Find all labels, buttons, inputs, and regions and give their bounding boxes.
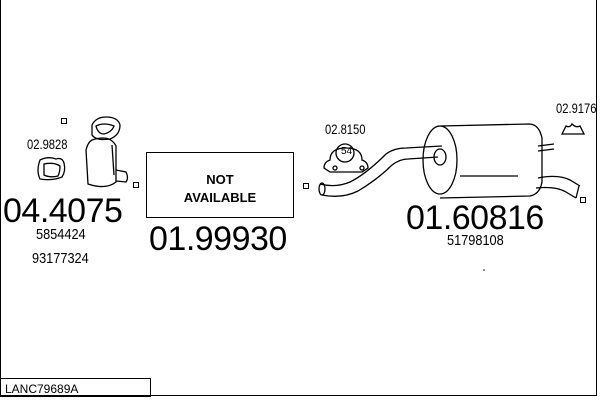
gasket-icon (37, 157, 66, 181)
rear-silencer-icon (318, 123, 581, 199)
marker-square (303, 183, 309, 189)
part-number: 01.99930 (149, 220, 287, 258)
oe-number: 93177324 (32, 250, 89, 267)
clamp-size: 54 (341, 146, 353, 157)
not-available-box: NOT AVAILABLE (146, 152, 294, 218)
oe-number: 5854424 (36, 226, 86, 243)
bracket-icon (560, 122, 586, 135)
oe-number: 51798108 (447, 232, 504, 249)
accessory-number: 02.9176 (556, 100, 597, 116)
marker-square (61, 118, 67, 124)
clamp-icon (323, 143, 369, 173)
reference-label: LANC79689A (0, 378, 151, 397)
not-available-line: AVAILABLE (183, 190, 257, 205)
not-available-line: NOT (206, 172, 234, 187)
part-number: 01.60816 (406, 199, 544, 237)
marker-square (580, 197, 586, 203)
part-number: 04.4075 (3, 192, 123, 230)
marker-square (133, 182, 139, 188)
accessory-number: 02.9828 (27, 136, 68, 152)
catalytic-converter-icon (85, 116, 129, 188)
accessory-number: 02.8150 (325, 121, 366, 137)
